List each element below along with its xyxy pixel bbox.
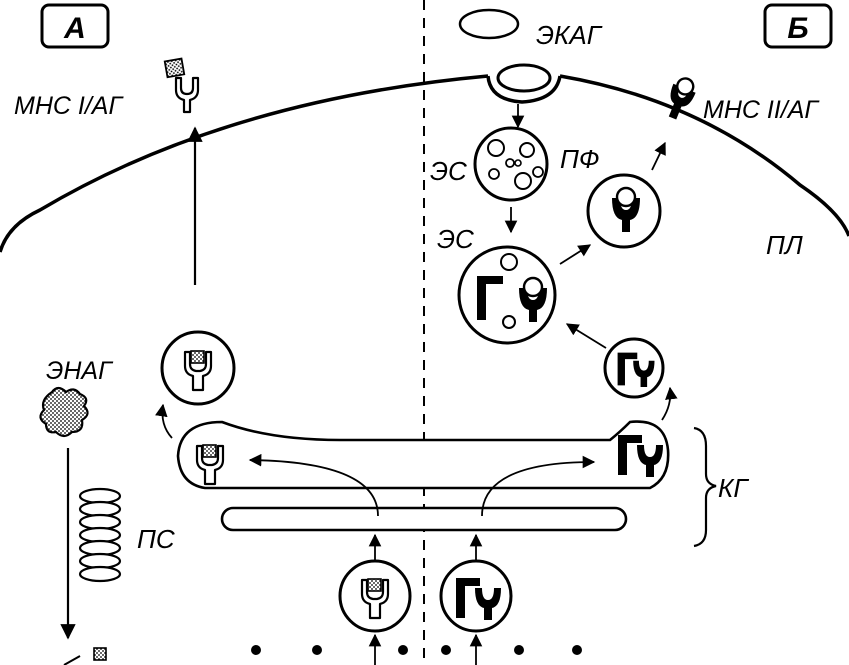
label-mhc2: МНС II/АГ	[703, 96, 820, 124]
golgi-bracket	[693, 426, 717, 548]
arrow-golgi-to-vesicle-right	[661, 386, 678, 421]
label-enag: ЭНАГ	[46, 357, 114, 385]
endosome-fusion	[457, 245, 557, 345]
label-kg: КГ	[718, 473, 749, 503]
vesicle-mhc2-right	[603, 337, 665, 399]
arrow-golgi-to-vesicle-left	[155, 403, 173, 439]
transport-vesicle-mhc2	[586, 173, 662, 249]
panel-label-a: А	[40, 3, 110, 49]
ribosome-dots	[251, 645, 582, 655]
arrow-vesicle-to-surface-right	[651, 141, 666, 171]
cell-membrane	[0, 74, 849, 253]
surface-mhc2-receptor	[668, 77, 696, 120]
arrow-golgi-sort-left	[248, 453, 379, 517]
panel-label-b: Б	[763, 3, 833, 49]
golgi-cisterna-top	[176, 420, 670, 490]
label-mhc1: МНС I/АГ	[14, 92, 124, 120]
er-vesicle-mhc1	[338, 559, 412, 633]
label-pf: ПФ	[560, 144, 600, 174]
label-ps: ПС	[137, 524, 175, 554]
label-es-mid: ЭС	[437, 224, 474, 254]
golgi-cisterna-bottom	[220, 506, 628, 532]
vesicle-mhc1-left	[160, 330, 236, 406]
svg-text:А: А	[63, 12, 86, 45]
endogenous-antigen	[39, 386, 89, 438]
proteasome-stack	[78, 487, 122, 583]
arrow-golgi-sort-right	[481, 455, 596, 517]
arrow-vesicle-to-fusion	[565, 323, 607, 349]
svg-text:Б: Б	[787, 12, 808, 45]
label-ekag: ЭКАГ	[536, 20, 603, 50]
er-vesicle-mhc2	[439, 559, 513, 633]
peptide-fragment	[63, 647, 107, 665]
label-pl: ПЛ	[766, 230, 803, 260]
surface-mhc1-receptor	[163, 57, 200, 114]
endocytosis-pit	[486, 63, 562, 104]
label-es-top: ЭС	[430, 156, 467, 186]
exogenous-antigen	[458, 8, 520, 40]
endosome-phagosome	[473, 126, 549, 202]
arrow-fusion-to-vesicle	[559, 244, 592, 265]
